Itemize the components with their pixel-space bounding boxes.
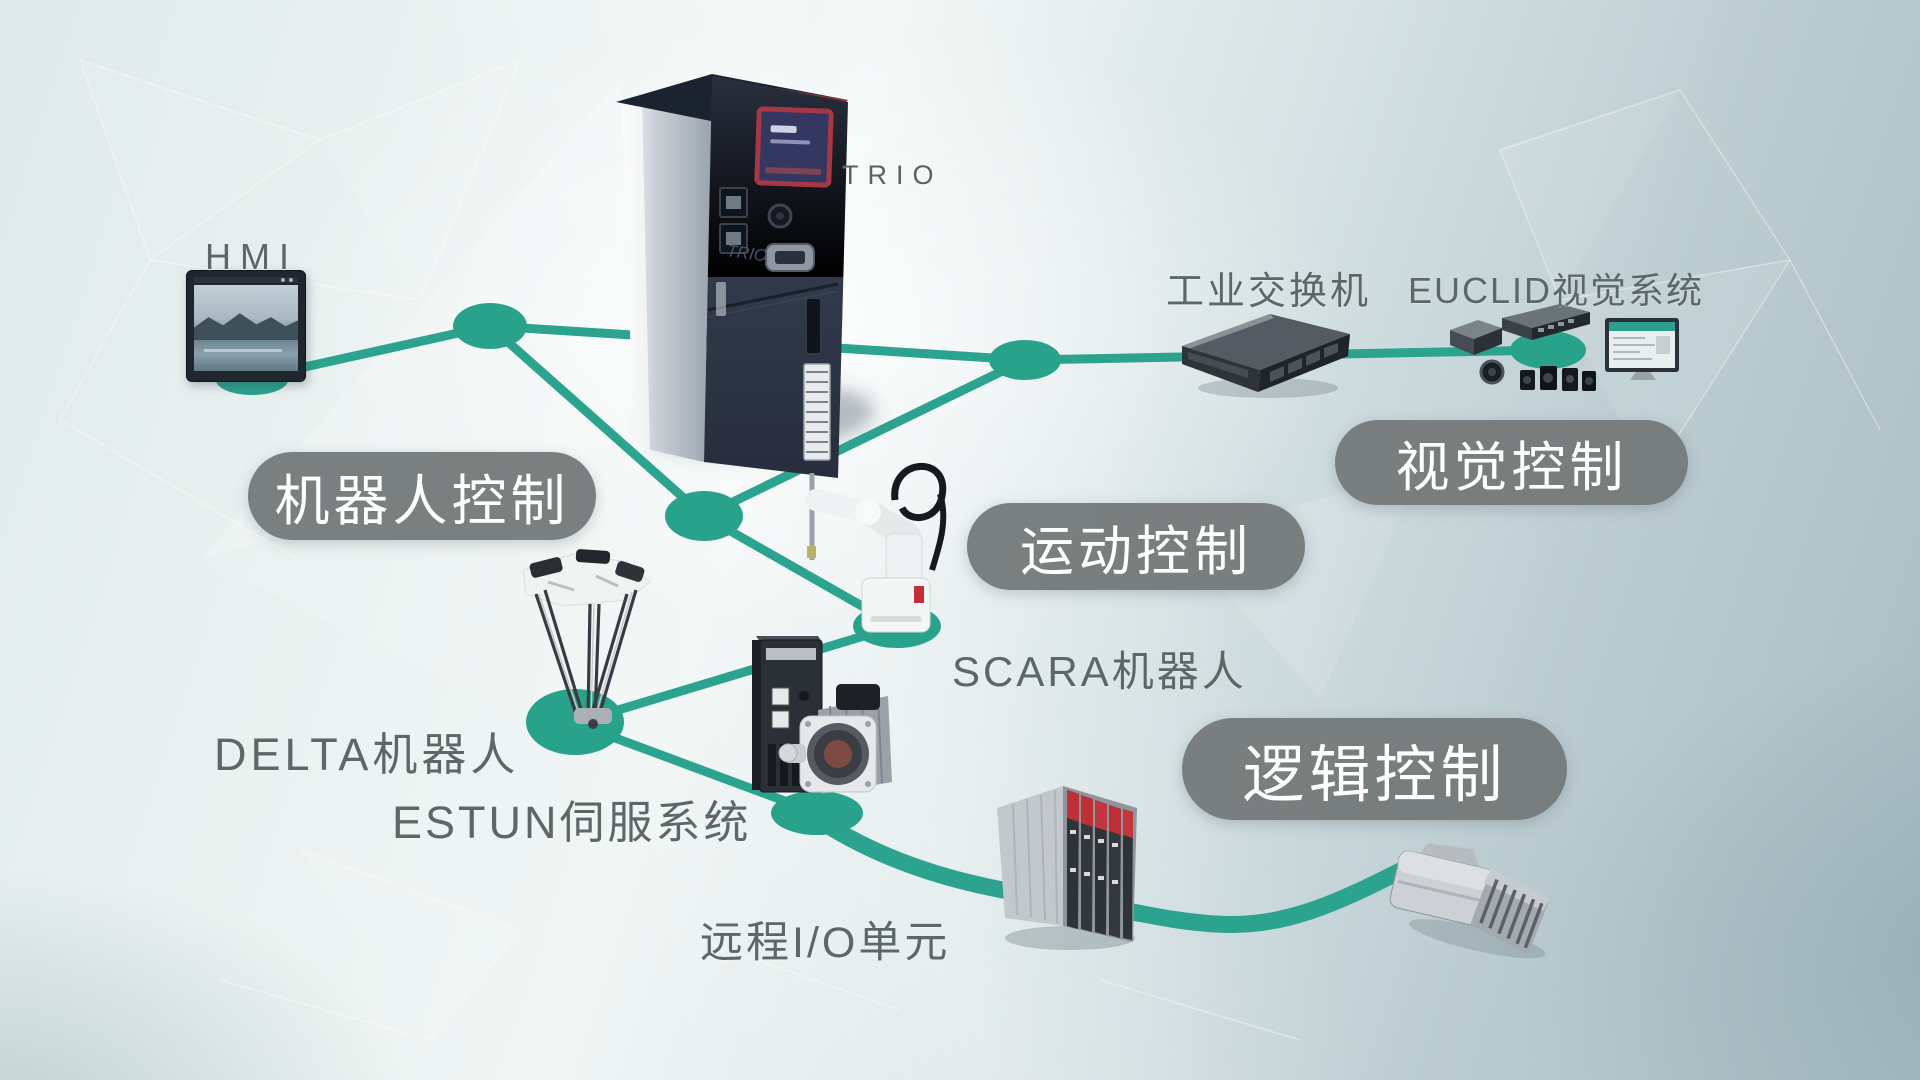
hmi-status-dot	[289, 278, 293, 282]
vision-camera-unit	[1450, 320, 1502, 355]
scara-logo-badge	[914, 586, 924, 603]
hmi-label: HMI	[205, 236, 298, 277]
hmi-panel	[186, 270, 306, 382]
io-modules	[1067, 790, 1133, 940]
camera-lens	[1479, 359, 1505, 385]
industrial-switch-device	[1182, 314, 1350, 398]
rj45-latch	[1418, 843, 1480, 868]
servo-motor	[778, 684, 892, 794]
scara-cable-loop	[891, 462, 947, 521]
vision-controller-rack	[1502, 304, 1590, 340]
node-estun	[771, 791, 863, 835]
delta-effector	[574, 708, 612, 724]
hmi-wallpaper-lake	[194, 340, 298, 371]
trio-controller: TRIO	[616, 74, 848, 478]
hmi-wallpaper-reflection	[204, 349, 283, 353]
euclid-vision-label: EUCLID视觉系统	[1408, 270, 1705, 311]
remote-io-device	[997, 786, 1137, 950]
node-hub-a	[453, 303, 527, 349]
edge-scara-delta	[570, 621, 902, 728]
rj45-connector	[1389, 843, 1551, 959]
trio-label: TRIO	[842, 160, 943, 190]
edge-hubA-hubB	[485, 321, 709, 521]
node-hub-b	[665, 491, 743, 541]
node-switch	[989, 340, 1061, 380]
vision-control-pill: 视觉控制	[1335, 420, 1688, 505]
camera-row	[1520, 366, 1596, 391]
euclid-vision-devices	[1450, 304, 1679, 391]
vision-monitor	[1605, 318, 1679, 380]
robot-control-pill: 机器人控制	[248, 452, 596, 540]
hmi-wallpaper-mountains	[194, 313, 298, 341]
motion-control-pill: 运动控制	[967, 503, 1305, 590]
delta-robot-device	[522, 549, 651, 729]
hmi-status-dot	[281, 278, 285, 282]
remote-io-label: 远程I/O单元	[700, 919, 951, 967]
edge-hubB-switch	[699, 355, 1030, 521]
logic-control-pill: 逻辑控制	[1182, 718, 1567, 820]
estun-servo-label: ESTUN伺服系统	[392, 797, 752, 848]
estun-servo-devices	[752, 636, 892, 794]
scara-robot-label: SCARA机器人	[952, 648, 1247, 695]
hmi-statusbar	[194, 277, 298, 283]
delta-robot-label: DELTA机器人	[214, 729, 520, 780]
node-euclid	[1510, 331, 1586, 369]
hmi-screen	[194, 285, 298, 371]
scara-robot-device	[805, 462, 947, 633]
industrial-switch-label: 工业交换机	[1166, 271, 1372, 313]
